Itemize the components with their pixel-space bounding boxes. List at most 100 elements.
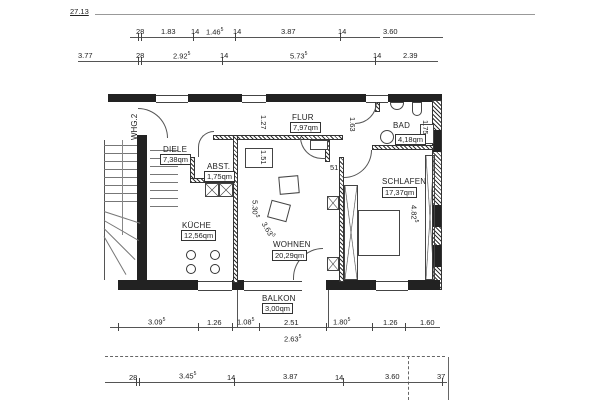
- dim-tick: [405, 323, 406, 331]
- dashed-reference-line: [105, 356, 445, 357]
- cabinet-icon: [310, 140, 328, 150]
- dim-sup: 5: [187, 51, 191, 57]
- dim-sup: 5: [347, 317, 351, 323]
- room-name-schlafen: SCHLAFEN: [382, 177, 427, 186]
- room-name-diele: DIELE: [163, 145, 188, 154]
- room-area-schlafen: 17,37qm: [382, 187, 418, 198]
- window-north-1: [156, 95, 188, 103]
- dim-sup: 5: [298, 334, 302, 340]
- room-name-abst: ABST.: [207, 162, 231, 171]
- stair-step: [104, 153, 137, 154]
- room-area-flur: 7,97qm: [290, 122, 322, 133]
- reference-vertical-line: [448, 357, 449, 400]
- dim-tick: [234, 378, 235, 386]
- stair-step-inner: [150, 182, 178, 183]
- door-swing-schlafen: [344, 150, 372, 178]
- armchair-icon: [267, 199, 291, 223]
- dim-tick: [375, 57, 376, 65]
- dim-sup: 5: [162, 317, 166, 323]
- dim-tick: [198, 323, 199, 331]
- dim-value: 5.735: [290, 52, 307, 60]
- wall-south-3: [326, 280, 376, 290]
- wall-interior-kueche-wohnen: [233, 135, 238, 283]
- dim-tick: [141, 57, 142, 65]
- room-area-abst: 1,75qm: [204, 171, 236, 182]
- dim-value: 14: [233, 27, 242, 36]
- dim-value: 1.26: [383, 318, 398, 327]
- dim-value: 3.87: [283, 372, 298, 381]
- dim-value: 3.77: [78, 51, 93, 60]
- dim-tick: [372, 323, 373, 331]
- dim-tick: [222, 57, 223, 65]
- wall-north-2: [188, 94, 242, 102]
- dim-tick: [343, 378, 344, 386]
- dim-abst-height: 1.51: [259, 150, 268, 165]
- dim-value: 3.455: [179, 372, 196, 380]
- dim-value: 1.465: [206, 28, 223, 36]
- dim-tick: [259, 323, 260, 331]
- wall-interior-bad: [372, 145, 434, 150]
- dim-wohnen-v1: 5.305: [251, 200, 261, 217]
- wall-north-4: [388, 94, 442, 102]
- dim-value: 2.925: [173, 52, 190, 60]
- stair-step: [104, 201, 137, 202]
- room-area-balkon: 3,00qm: [262, 303, 294, 314]
- shower-icon: [380, 130, 394, 144]
- wall-south-2: [232, 280, 244, 290]
- dim-tick: [235, 33, 236, 41]
- dim-line: [383, 37, 443, 38]
- wall-south-4: [408, 280, 440, 290]
- dim-value: 1.805: [333, 318, 350, 326]
- dim-value: 14: [191, 27, 200, 36]
- dim-line: [105, 382, 447, 383]
- dim-tick: [326, 323, 327, 331]
- dim-tick: [136, 378, 137, 386]
- balcony-door: [244, 281, 302, 291]
- kitchen-cabinet-icon: [205, 183, 219, 197]
- dim-value: 1.26: [207, 318, 222, 327]
- stair-step: [103, 236, 127, 275]
- dim-number: 1.80: [333, 317, 348, 327]
- window-north-2: [242, 95, 266, 103]
- chair-icon: [186, 250, 196, 260]
- wall-interior-schlafen: [339, 157, 344, 282]
- wall-west: [137, 135, 147, 285]
- door-swing-bad: [355, 102, 377, 124]
- dim-number: 3.45: [179, 371, 194, 381]
- stair-step-inner: [150, 198, 178, 199]
- dim-tick: [139, 378, 140, 386]
- room-name-balkon: BALKON: [262, 294, 296, 303]
- room-name-kueche: KÜCHE: [182, 221, 212, 230]
- dim-tick: [442, 378, 443, 386]
- dim-number: 4.82: [409, 205, 419, 220]
- sink-icon: [390, 102, 404, 110]
- wall-east-solid: [433, 130, 441, 152]
- room-area-kueche: 12,56qm: [181, 230, 217, 241]
- dim-sup: 5: [413, 219, 419, 223]
- dim-tick: [118, 323, 119, 331]
- dim-sup: 5: [193, 371, 197, 377]
- window-south-1: [198, 281, 232, 291]
- dim-value: 14: [338, 27, 347, 36]
- stair-step-inner: [150, 190, 178, 191]
- dim-value: 3.60: [385, 372, 400, 381]
- wardrobe-icon: [344, 185, 358, 280]
- dim-value: 37: [437, 372, 446, 381]
- dim-value: 2.51: [284, 318, 299, 327]
- dim-line: [95, 14, 535, 15]
- kitchen-cabinet-icon: [219, 183, 233, 197]
- dim-number: 2.63: [284, 334, 299, 344]
- dim-value: 2.39: [403, 51, 418, 60]
- wall-north-1: [108, 94, 156, 102]
- chair-icon: [210, 250, 220, 260]
- wardrobe-icon: [327, 196, 339, 210]
- dim-flur-height: 1.27: [259, 115, 268, 130]
- dim-sup: 5: [220, 27, 224, 33]
- dim-value: 28: [136, 51, 145, 60]
- dim-value: 14: [220, 51, 229, 60]
- dim-value: 3.60: [383, 27, 398, 36]
- dim-schlafen-v: 4.825: [410, 205, 420, 222]
- dim-value: 14: [373, 51, 382, 60]
- dim-bad-width: 1.63: [348, 117, 357, 132]
- dim-wohnen-v2: 3.635: [260, 220, 277, 240]
